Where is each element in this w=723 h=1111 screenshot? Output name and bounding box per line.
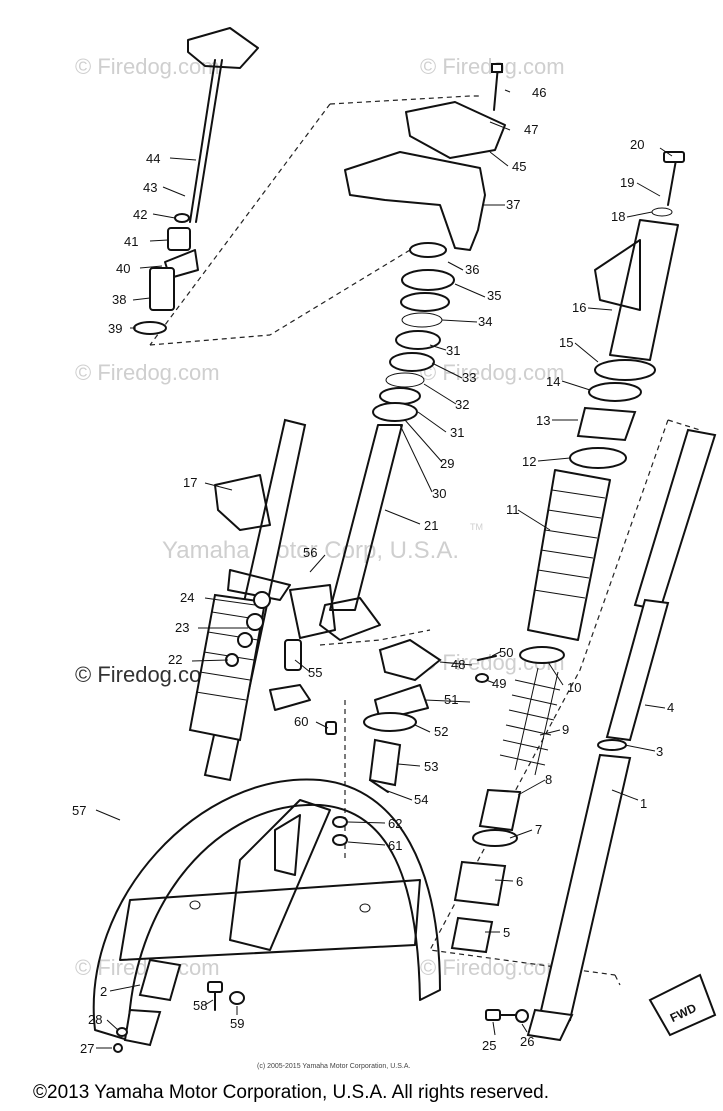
callout-label: 39 bbox=[108, 321, 122, 336]
watermark-firedog: © Firedog.com bbox=[75, 54, 220, 79]
fine-print: (c) 2005-2015 Yamaha Motor Corporation, … bbox=[257, 1063, 410, 1070]
callout-label: 44 bbox=[146, 151, 160, 166]
callout-label: 60 bbox=[294, 714, 308, 729]
callout-label: 20 bbox=[630, 137, 644, 152]
callout-label: 26 bbox=[520, 1034, 534, 1049]
fork-tubes-right bbox=[526, 428, 717, 1042]
callout-label: 31 bbox=[450, 425, 464, 440]
center-brackets bbox=[325, 638, 497, 846]
callout-label: 3 bbox=[656, 744, 663, 759]
leader-lines bbox=[95, 89, 673, 1049]
callout-label: 23 bbox=[175, 620, 189, 635]
callout-label: 15 bbox=[559, 335, 573, 350]
upper-crown bbox=[344, 63, 506, 422]
fork-cover-right bbox=[569, 151, 685, 469]
watermark-firedog: © Firedog.com bbox=[75, 360, 220, 385]
callout-label: 48 bbox=[451, 657, 465, 672]
callout-label: 45 bbox=[512, 159, 526, 174]
callout-label: 46 bbox=[532, 85, 546, 100]
callout-label: 4 bbox=[667, 700, 674, 715]
callout-label: 25 bbox=[482, 1038, 496, 1053]
callout-label: 6 bbox=[516, 874, 523, 889]
callout-label: 34 bbox=[478, 314, 492, 329]
callout-label: 57 bbox=[72, 803, 86, 818]
callout-label: 16 bbox=[572, 300, 586, 315]
callout-label: 9 bbox=[562, 722, 569, 737]
callout-label: 27 bbox=[80, 1041, 94, 1056]
callout-label: 5 bbox=[503, 925, 510, 940]
lower-left-parts bbox=[113, 958, 529, 1053]
callout-label: 1 bbox=[640, 796, 647, 811]
callout-label: 12 bbox=[522, 454, 536, 469]
callout-label: 58 bbox=[193, 998, 207, 1013]
callout-label: 30 bbox=[432, 486, 446, 501]
callout-label: 32 bbox=[455, 397, 469, 412]
callout-label: 14 bbox=[546, 374, 560, 389]
callout-label: 24 bbox=[180, 590, 194, 605]
callout-label: 51 bbox=[444, 692, 458, 707]
callout-label: 35 bbox=[487, 288, 501, 303]
callout-label: 61 bbox=[388, 838, 402, 853]
callout-label: 36 bbox=[465, 262, 479, 277]
callout-label: 21 bbox=[424, 518, 438, 533]
callout-label: 33 bbox=[462, 370, 476, 385]
watermark-firedog: © Firedog.com bbox=[420, 955, 565, 980]
rubber-boot bbox=[527, 469, 611, 641]
watermark-tm: TM bbox=[470, 522, 483, 532]
front-fender bbox=[92, 778, 441, 1041]
steering-shaft bbox=[319, 424, 403, 641]
callout-label: 37 bbox=[506, 197, 520, 212]
callout-label: 41 bbox=[124, 234, 138, 249]
callout-label: 38 bbox=[112, 292, 126, 307]
callout-label: 42 bbox=[133, 207, 147, 222]
callout-label: 29 bbox=[440, 456, 454, 471]
watermark-firedog: © Firedog.com bbox=[420, 360, 565, 385]
callout-label: 28 bbox=[88, 1012, 102, 1027]
callout-label: 31 bbox=[446, 343, 460, 358]
callout-label: 2 bbox=[100, 984, 107, 999]
watermark-yamaha: Yamaha Motor Corp, U.S.A. bbox=[162, 537, 459, 564]
fork-left bbox=[188, 418, 336, 782]
callout-label: 10 bbox=[567, 680, 581, 695]
callout-label: 62 bbox=[388, 816, 402, 831]
callout-label: 50 bbox=[499, 645, 513, 660]
fork-spring bbox=[450, 646, 565, 954]
callout-label: 40 bbox=[116, 261, 130, 276]
callout-label: 55 bbox=[308, 665, 322, 680]
callout-label: 53 bbox=[424, 759, 438, 774]
callout-label: 11 bbox=[506, 502, 520, 517]
callout-label: 47 bbox=[524, 122, 538, 137]
callout-label: 54 bbox=[414, 792, 428, 807]
callouts: 1 2 3 4 5 6 7 8 9 10 11 12 13 14 15 16 1… bbox=[72, 85, 674, 1056]
callout-label: 18 bbox=[611, 209, 625, 224]
fwd-arrow: FWD bbox=[648, 973, 717, 1037]
callout-label: 8 bbox=[545, 772, 552, 787]
callout-label: 43 bbox=[143, 180, 157, 195]
callout-label: 17 bbox=[183, 475, 197, 490]
watermark-firedog-bold: © Firedog.com bbox=[75, 662, 220, 687]
callout-label: 19 bbox=[620, 175, 634, 190]
callout-label: 56 bbox=[303, 545, 317, 560]
copyright-notice: ©2013 Yamaha Motor Corporation, U.S.A. A… bbox=[33, 1082, 549, 1103]
callout-label: 52 bbox=[434, 724, 448, 739]
callout-label: 22 bbox=[168, 652, 182, 667]
callout-label: 49 bbox=[492, 676, 506, 691]
callout-label: 59 bbox=[230, 1016, 244, 1031]
callout-label: 13 bbox=[536, 413, 550, 428]
callout-label: 7 bbox=[535, 822, 542, 837]
